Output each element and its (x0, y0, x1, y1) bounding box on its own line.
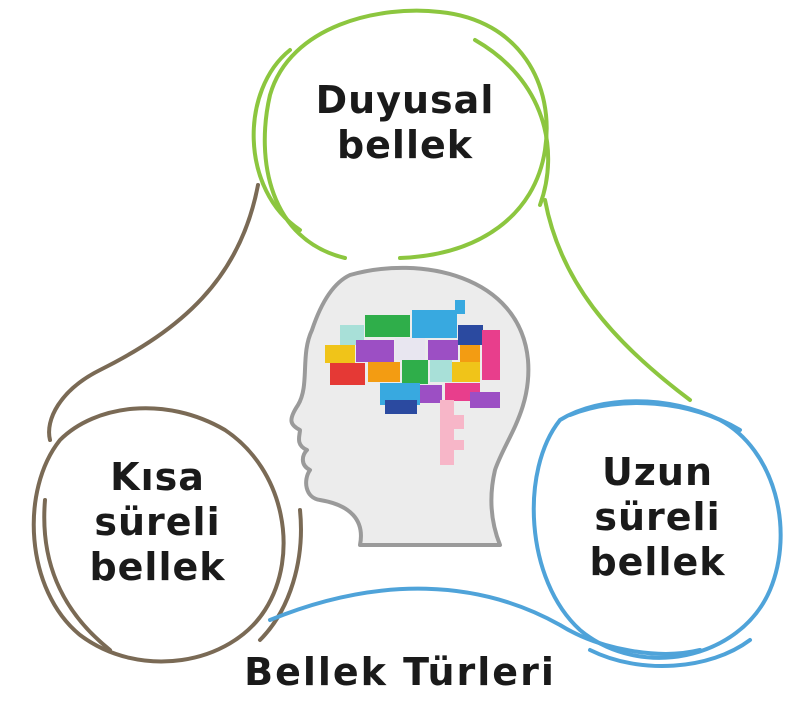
short-term-memory-circle (31, 406, 303, 664)
sensory-line1: Duyusal (315, 78, 495, 122)
long-term-line3: bellek (589, 539, 726, 584)
long-term-memory-circle (531, 399, 783, 669)
connector-sensory-short (47, 183, 260, 442)
connector-sensory-long (543, 198, 692, 402)
short-term-line3: bellek (89, 544, 226, 589)
diagram-caption: Bellek Türleri (244, 650, 556, 694)
long-term-line1: Uzun (601, 450, 714, 494)
long-term-memory-label: Uzun süreli bellek (565, 450, 750, 584)
short-term-line1: Kısa (110, 455, 205, 499)
sensory-memory-circle (251, 8, 551, 260)
short-term-line2: süreli (94, 499, 221, 544)
sensory-line2: bellek (336, 122, 474, 167)
sensory-memory-label: Duyusal bellek (300, 78, 510, 168)
long-term-line2: süreli (594, 494, 721, 539)
connector-short-long (268, 586, 702, 656)
puzzle-brain-head-icon (289, 265, 531, 547)
short-term-memory-label: Kısa süreli bellek (65, 455, 250, 589)
